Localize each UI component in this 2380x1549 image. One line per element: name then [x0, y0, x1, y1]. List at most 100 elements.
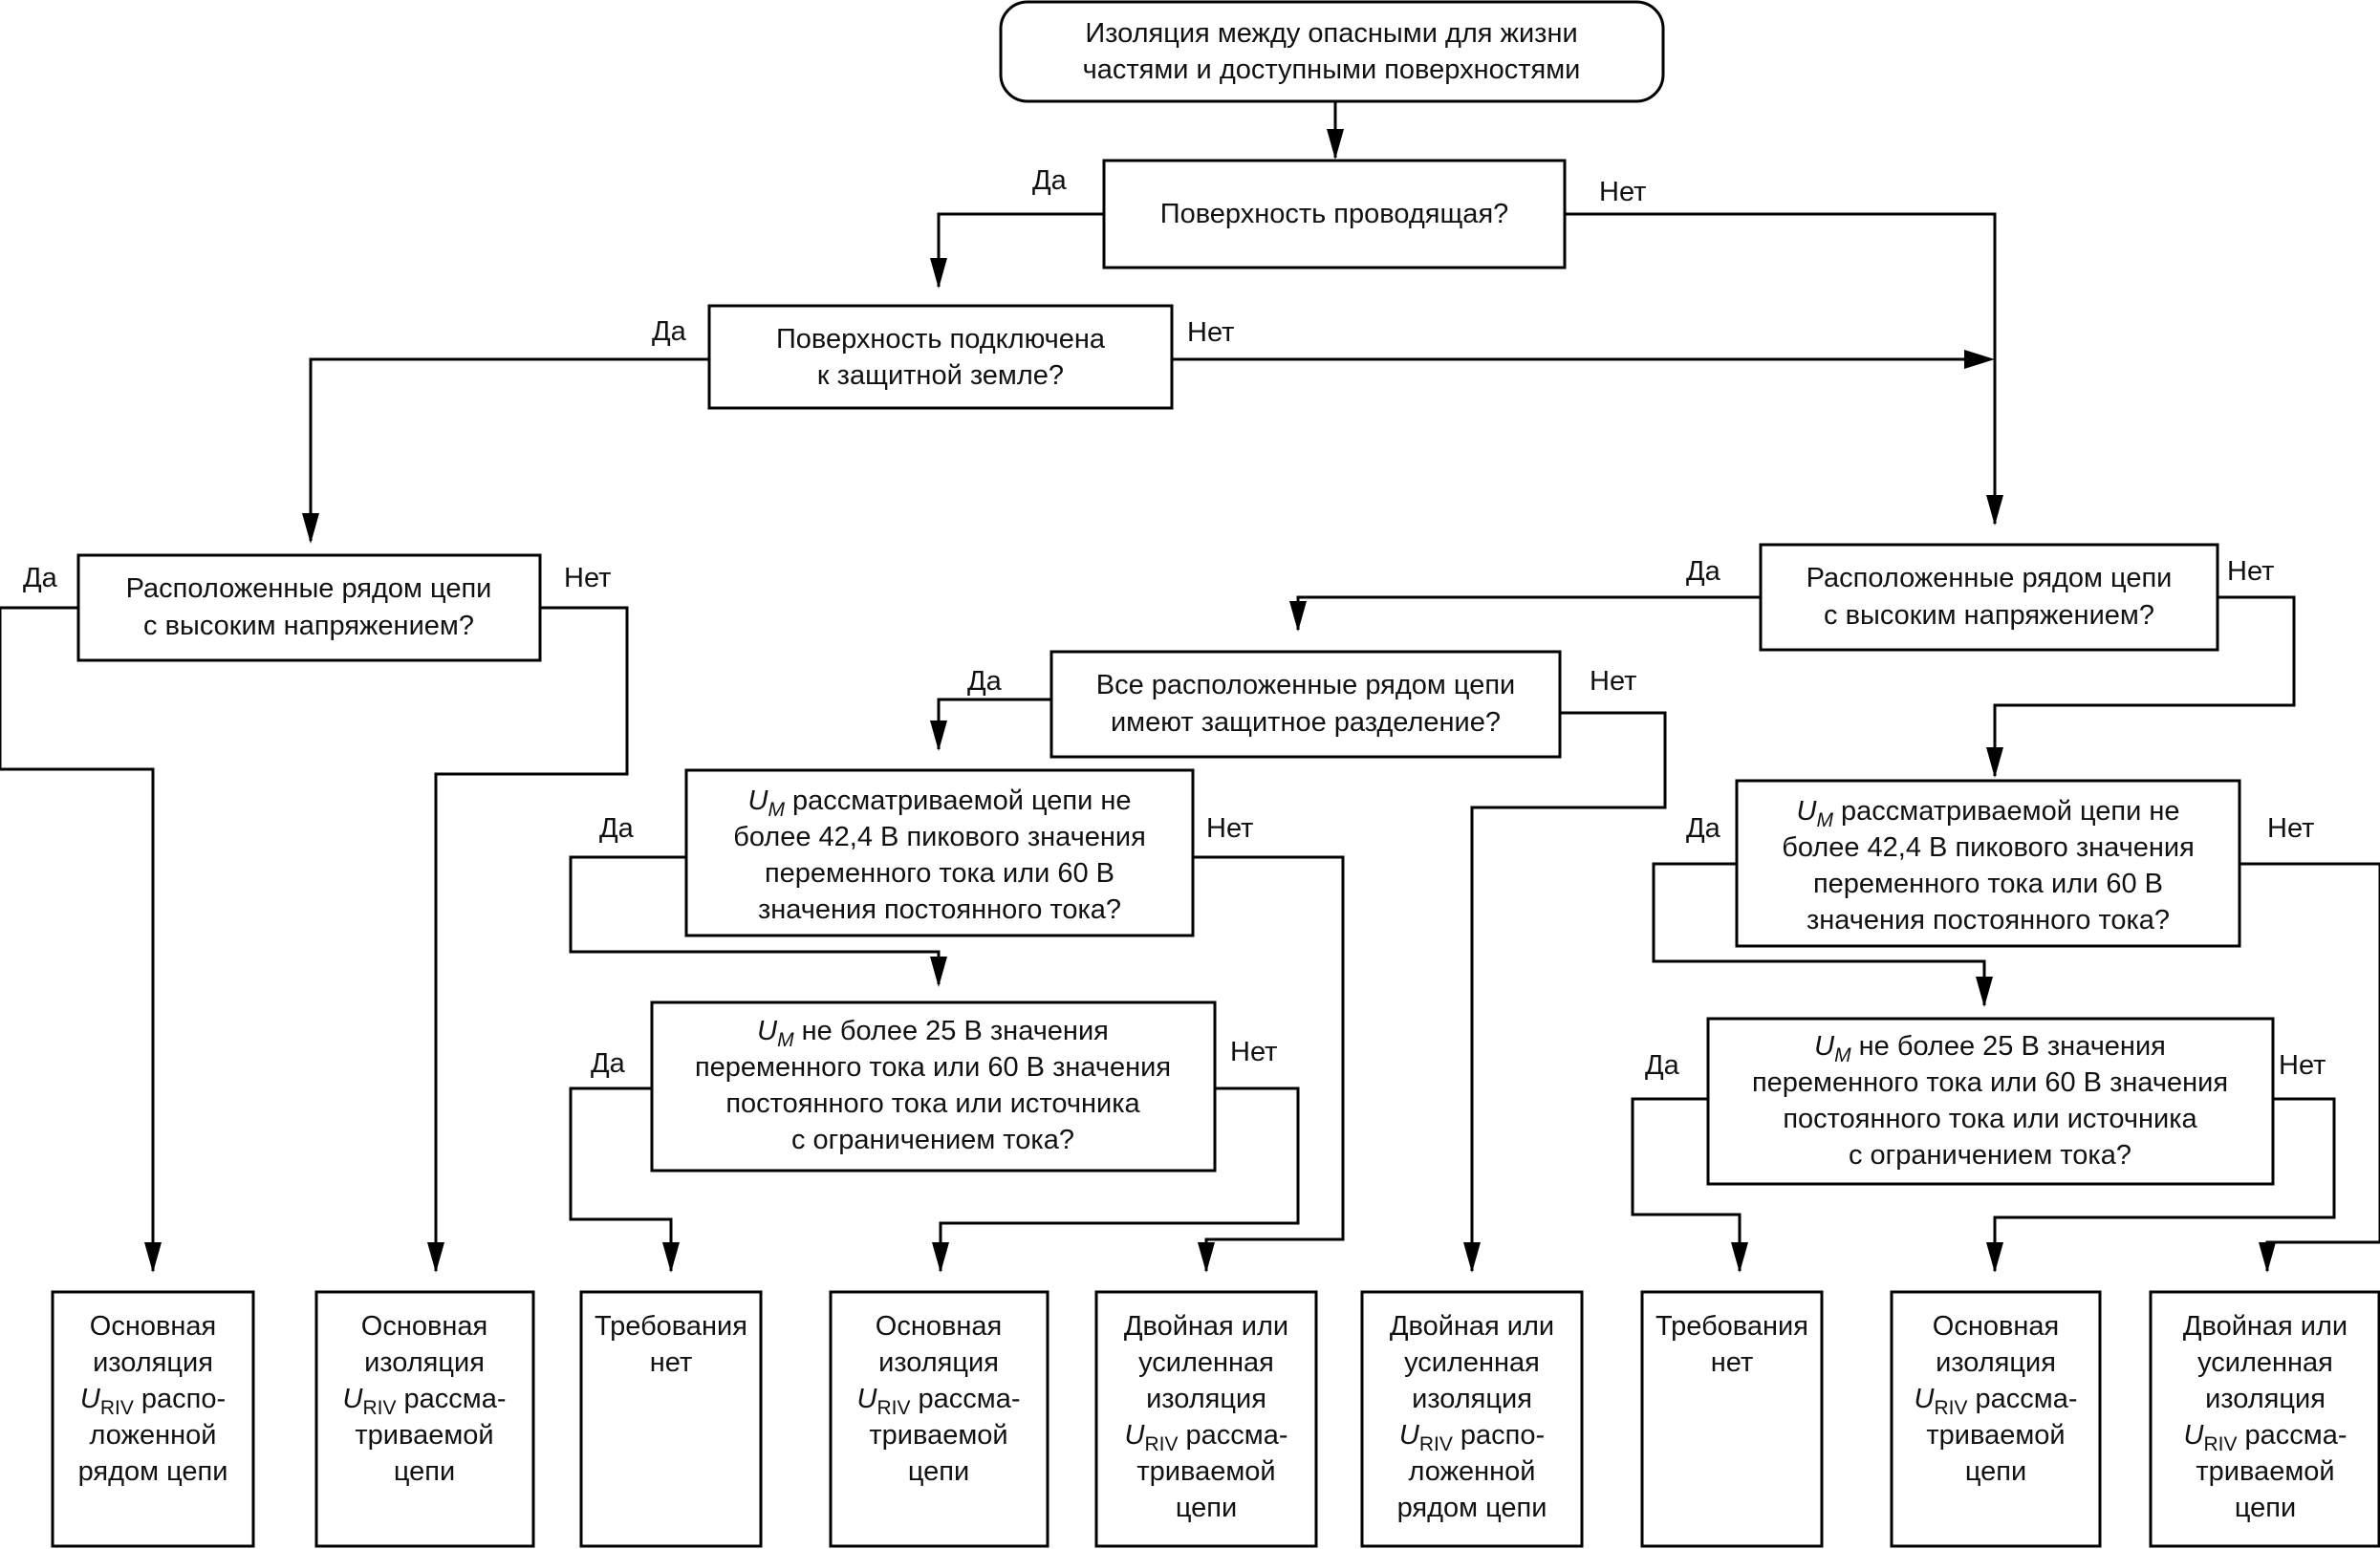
result-5-uriv-line: URIV рассма-	[1124, 1420, 1287, 1455]
connector-hv-left-yes	[0, 606, 155, 1271]
result-5-text: Двойная или	[1124, 1311, 1288, 1342]
result-3-text: Требования	[595, 1311, 747, 1342]
result-7-text: нет	[1711, 1347, 1753, 1378]
result-3-text: нет	[650, 1347, 692, 1378]
result-6-text: Двойная или	[1390, 1311, 1554, 1342]
label-no-um42-b: Нет	[2267, 813, 2314, 844]
arrowhead-earthed	[930, 258, 947, 289]
result-2-text: изоляция	[364, 1347, 485, 1378]
uriv-rest: распо-	[1453, 1420, 1545, 1451]
label-yes-hv-right: Да	[1686, 556, 1721, 587]
result-6-text: изоляция	[1412, 1384, 1532, 1414]
label-no-hv-right: Нет	[2227, 556, 2274, 587]
connector-conductive-no	[1565, 212, 1997, 524]
start-line-2: частями и доступными поверхностями	[1083, 54, 1581, 85]
result-box-1	[51, 1290, 255, 1548]
result-box-4	[829, 1290, 1049, 1548]
decision-um42-b-line-2: более 42,4 В пикового значения	[1782, 832, 2195, 863]
arrowhead-result-3	[662, 1242, 680, 1273]
result-box-5	[1094, 1290, 1318, 1548]
label-yes-um42-a: Да	[599, 813, 635, 844]
connector-um25b-yes	[1631, 1097, 1742, 1271]
label-yes-separation: Да	[967, 666, 1003, 697]
label-yes-um25-b: Да	[1645, 1050, 1680, 1081]
um-symbol: U	[748, 785, 769, 816]
result-9-text: Двойная или	[2183, 1311, 2348, 1342]
result-9-text: изоляция	[2205, 1384, 2326, 1414]
arrowhead-trunk-join	[1964, 350, 1995, 369]
decision-hv-left: Расположенные рядом цепи с высоким напря…	[76, 553, 542, 662]
result-8-uriv-line: URIV рассма-	[1914, 1384, 2077, 1419]
result-1-text: Основная	[90, 1311, 216, 1342]
arrowhead-result-9	[2259, 1242, 2276, 1273]
uriv-subscript: RIV	[1144, 1433, 1178, 1455]
result-6-text: ложенной	[1409, 1456, 1536, 1487]
decision-separation-line-1: Все расположенные рядом цепи	[1096, 670, 1515, 700]
um-line-1-rest: не более 25 В значения	[794, 1016, 1109, 1046]
uriv-rest: рассма-	[910, 1384, 1020, 1414]
uriv-rest: распо-	[134, 1384, 226, 1414]
decision-hv-left-line-1: Расположенные рядом цепи	[126, 573, 492, 604]
um-symbol: U	[1797, 796, 1818, 827]
arrowhead-hv-left	[302, 513, 319, 544]
result-9-text: цепи	[2235, 1493, 2296, 1523]
result-box-8	[1890, 1290, 2102, 1548]
decision-conductive: Поверхность проводящая?	[1102, 159, 1567, 269]
arrowhead-um25b	[1976, 977, 1993, 1007]
label-yes-um42-b: Да	[1686, 813, 1721, 844]
connector-conductive-yes	[937, 212, 1104, 287]
result-8-text: Основная	[1933, 1311, 2059, 1342]
decision-um42-a-line-3: переменного тока или 60 В	[765, 858, 1114, 889]
result-box-2	[314, 1290, 535, 1548]
decision-separation-line-2: имеют защитное разделение?	[1111, 707, 1501, 738]
uriv-symbol: U	[1124, 1420, 1145, 1451]
label-yes-hv-left: Да	[23, 563, 58, 593]
connector-earthed-yes	[309, 357, 709, 541]
arrowhead-separation	[1289, 601, 1307, 632]
decision-hv-right-line-1: Расположенные рядом цепи	[1807, 563, 2173, 593]
uriv-subscript: RIV	[876, 1397, 910, 1419]
label-no-separation: Нет	[1590, 666, 1636, 697]
connector-hv-right-no	[1993, 595, 2296, 776]
result-1-uriv-line: URIV распо-	[80, 1384, 226, 1419]
result-2-text: триваемой	[355, 1420, 493, 1451]
arrowhead-hv-right	[1986, 495, 2003, 526]
uriv-symbol: U	[1914, 1384, 1935, 1414]
decision-separation: Все расположенные рядом цепи имеют защит…	[1049, 650, 1562, 759]
label-no-um25-b: Нет	[2279, 1050, 2326, 1081]
result-5-text: усиленная	[1138, 1347, 1274, 1378]
um-symbol: U	[1814, 1031, 1835, 1062]
decision-um42-b-line-4: значения постоянного тока?	[1807, 905, 2170, 936]
decision-earthed: Поверхность подключена к защитной земле?	[707, 304, 1174, 410]
arrowhead-um25a	[930, 957, 947, 987]
start-line-1: Изоляция между опасными для жизни	[1085, 18, 1577, 49]
uriv-subscript: RIV	[1934, 1397, 1967, 1419]
label-no-earthed: Нет	[1187, 317, 1234, 348]
result-4-text: цепи	[908, 1456, 969, 1487]
decision-um42-b-line-1: UM рассматриваемой цепи не	[1797, 796, 2180, 831]
decision-um25-a: UM не более 25 В значения переменного то…	[650, 1000, 1217, 1173]
result-6-text: рядом цепи	[1397, 1493, 1547, 1523]
result-9-text: усиленная	[2197, 1347, 2333, 1378]
start-box: Изоляция между опасными для жизни частям…	[999, 0, 1665, 103]
result-7-text: Требования	[1655, 1311, 1808, 1342]
decision-um42-a-line-2: более 42,4 В пикового значения	[733, 822, 1146, 852]
decision-um25-a-line-1: UM не более 25 В значения	[757, 1016, 1109, 1051]
uriv-subscript: RIV	[1419, 1433, 1453, 1455]
connector-um25b-no	[1993, 1097, 2336, 1271]
connector-um25a-no	[939, 1086, 1300, 1271]
uriv-rest: рассма-	[396, 1384, 506, 1414]
label-yes-earthed: Да	[652, 316, 687, 347]
arrowhead-result-4	[932, 1242, 949, 1273]
arrowhead-result-8	[1986, 1242, 2003, 1273]
result-box-3	[579, 1290, 763, 1548]
result-8-text: цепи	[1965, 1456, 2026, 1487]
um-subscript: M	[1834, 1044, 1851, 1066]
result-4-text: изоляция	[878, 1347, 999, 1378]
label-no-hv-left: Нет	[564, 563, 611, 593]
result-2-text: Основная	[361, 1311, 487, 1342]
uriv-rest: рассма-	[1178, 1420, 1287, 1451]
result-6-uriv-line: URIV распо-	[1399, 1420, 1545, 1455]
